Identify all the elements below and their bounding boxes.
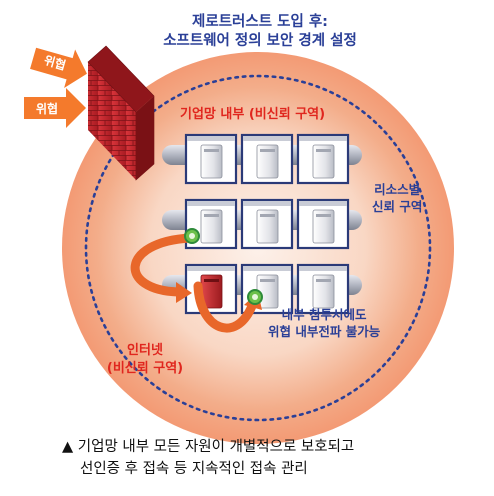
server-icon [200, 144, 223, 179]
server-cage [184, 263, 238, 315]
gateway-node-bottom-icon [247, 289, 263, 305]
threat-arrow-bottom-icon [24, 88, 86, 128]
internet-zone-line-1: 인터넷 [127, 343, 163, 358]
lateral-movement-arrow-left-icon [130, 233, 195, 303]
server-cage [240, 198, 294, 250]
propagation-note-line-2: 위협 내부전파 불가능 [268, 324, 381, 339]
server-icon [256, 209, 279, 244]
server-cage [296, 133, 350, 185]
threat-arrow-top-icon [30, 47, 87, 88]
server-cage [296, 263, 350, 315]
server-cage [184, 133, 238, 185]
enterprise-zone-label: 기업망 내부 (비신뢰 구역) [180, 107, 326, 122]
server-icon [312, 209, 335, 244]
propagation-note-line-1: 내부 침투시에도 [281, 307, 367, 322]
server-icon [256, 144, 279, 179]
diagram-title: 제로트러스트 도입 후: 소프트웨어 정의 보안 경계 설정 [110, 13, 410, 51]
enterprise-boundary [84, 74, 432, 422]
internet-zone-line-2: (비신뢰 구역) [106, 361, 184, 376]
resource-zone-label: 리소스별 신뢰 구역 [372, 181, 422, 215]
caption-line-2: 선인증 후 접속 등 지속적인 접속 관리 [80, 461, 308, 477]
internet-zone-label: 인터넷 (비신뢰 구역) [90, 342, 200, 378]
title-line-1: 제로트러스트 도입 후: [192, 14, 328, 30]
resource-zone-line-2: 신뢰 구역 [372, 199, 423, 214]
server-icon [200, 209, 223, 244]
threat-label-bottom: 위협 [36, 102, 59, 116]
firewall-wall-icon [87, 45, 155, 181]
figure-caption: ▲ 기업망 내부 모든 자원이 개별적으로 보호되고 선인증 후 접속 등 지속… [62, 436, 354, 480]
server-icon [312, 274, 335, 309]
gateway-node-left-icon [184, 228, 200, 244]
resource-zone-line-1: 리소스별 [374, 182, 421, 197]
server-cage [296, 198, 350, 250]
server-cages [184, 133, 350, 315]
title-line-2: 소프트웨어 정의 보안 경계 설정 [163, 33, 357, 49]
caption-line-1: ▲ 기업망 내부 모든 자원이 개별적으로 보호되고 [62, 439, 355, 455]
server-cage [240, 133, 294, 185]
propagation-note: 내부 침투시에도 위협 내부전파 불가능 [268, 306, 380, 340]
server-icon [312, 144, 335, 179]
